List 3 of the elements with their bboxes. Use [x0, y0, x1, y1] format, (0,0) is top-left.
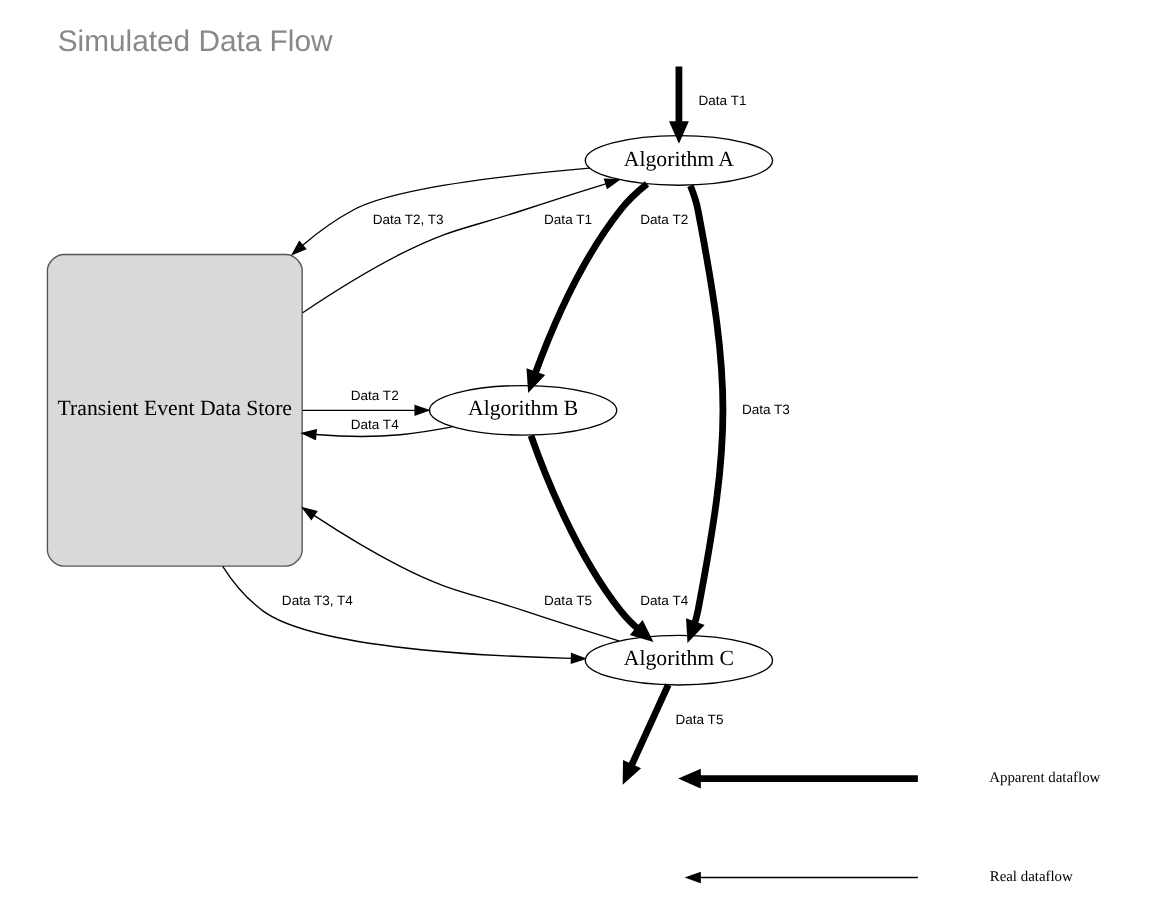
legend-label: Real dataflow — [989, 867, 1073, 886]
legend-label: Apparent dataflow — [989, 768, 1101, 787]
diagram-title: Simulated Data Flow — [57, 27, 333, 60]
